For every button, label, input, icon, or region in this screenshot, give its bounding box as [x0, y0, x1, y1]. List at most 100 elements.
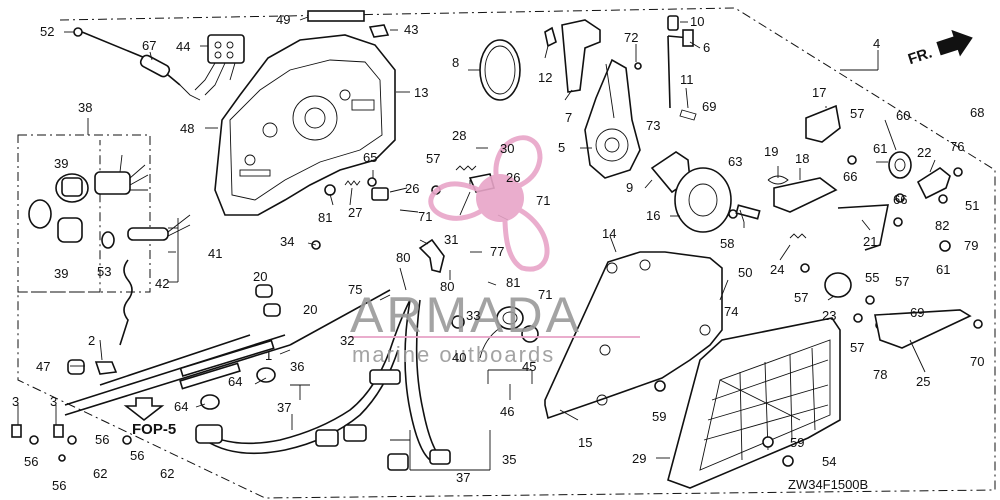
callout: 36 — [290, 359, 304, 374]
callout: 47 — [36, 359, 50, 374]
callout: 17 — [812, 85, 826, 100]
washer — [122, 435, 132, 445]
callout: 37 — [277, 400, 291, 415]
callout: 40 — [452, 350, 466, 365]
lever-arm — [418, 238, 445, 273]
callout: 15 — [578, 435, 592, 450]
callout: 65 — [363, 150, 377, 165]
box-38-outline — [17, 134, 151, 293]
cable-clip — [263, 303, 281, 317]
cable-end — [53, 424, 64, 438]
callout: 56 — [24, 454, 38, 469]
callout: 37 — [456, 470, 470, 485]
trim-plate — [307, 10, 365, 22]
clip — [368, 24, 390, 38]
propeller-logo — [428, 135, 550, 272]
callout: 51 — [965, 198, 979, 213]
callout: 20 — [253, 269, 267, 284]
callout: 57 — [895, 274, 909, 289]
callout: 57 — [850, 340, 864, 355]
callout: 3 — [12, 394, 19, 409]
callout: 16 — [646, 208, 660, 223]
callout: 26 — [405, 181, 419, 196]
leader-lines — [17, 16, 936, 471]
right-side-hardware — [767, 104, 983, 349]
cable-ring — [200, 394, 220, 410]
callout: 54 — [822, 454, 836, 469]
callout: 81 — [318, 210, 332, 225]
callout: 60 — [896, 108, 910, 123]
throttle-shift-cables — [64, 334, 291, 416]
watermark: ARMADA marine outboards — [350, 135, 640, 367]
callout: 67 — [142, 38, 156, 53]
callout: 12 — [538, 70, 552, 85]
nut — [782, 455, 794, 467]
callout: 71 — [538, 287, 552, 302]
switch-connector — [194, 34, 245, 96]
callout: 69 — [702, 99, 716, 114]
callout: 52 — [40, 24, 54, 39]
control-box-cover — [214, 34, 396, 216]
callout: 44 — [176, 39, 190, 54]
callout: 71 — [536, 193, 550, 208]
callout: 61 — [936, 262, 950, 277]
callout: 25 — [916, 374, 930, 389]
callout: 55 — [865, 270, 879, 285]
callout: 14 — [602, 226, 616, 241]
cable-holder — [67, 359, 85, 375]
callout: 26 — [506, 170, 520, 185]
callout: 20 — [303, 302, 317, 317]
callout: 32 — [340, 333, 354, 348]
retaining-ring — [479, 39, 521, 101]
callout: 45 — [522, 359, 536, 374]
callout: 78 — [873, 367, 887, 382]
callout: 76 — [950, 139, 964, 154]
friction-assembly — [650, 151, 761, 233]
callout: 59 — [652, 409, 666, 424]
grommet — [762, 436, 774, 448]
callout: 35 — [502, 452, 516, 467]
callout: 57 — [426, 151, 440, 166]
callout: 62 — [93, 466, 107, 481]
callout: 56 — [95, 432, 109, 447]
cable-clip — [255, 284, 273, 298]
callout: 39 — [54, 156, 68, 171]
cable-plate — [94, 361, 118, 375]
washer — [29, 435, 39, 445]
callout: 39 — [54, 266, 68, 281]
ignition-switch-set — [28, 154, 149, 243]
callout: 56 — [130, 448, 144, 463]
callout: 64 — [174, 399, 188, 414]
callout: 8 — [452, 55, 459, 70]
emergency-stop-switch — [119, 214, 191, 346]
callout: 62 — [160, 466, 174, 481]
grid-cover — [667, 317, 841, 489]
reference-label: FOP-5 — [132, 421, 176, 438]
callout: 28 — [452, 128, 466, 143]
callout: 30 — [500, 141, 514, 156]
callout: 66 — [893, 192, 907, 207]
callout: 29 — [632, 451, 646, 466]
callout: 58 — [720, 236, 734, 251]
callout: 59 — [790, 435, 804, 450]
callout: 77 — [490, 244, 504, 259]
callout: 13 — [414, 85, 428, 100]
callout: 63 — [728, 154, 742, 169]
callout: 5 — [558, 140, 565, 155]
callout: 61 — [873, 141, 887, 156]
reference-arrow — [123, 397, 165, 422]
callout-labels: 1 2 3 3 4 5 6 7 8 9 10 11 12 13 14 15 16… — [12, 12, 984, 493]
callout: 21 — [863, 234, 877, 249]
callout: 24 — [770, 262, 784, 277]
rod — [289, 289, 391, 346]
callout: 22 — [917, 145, 931, 160]
callout: 41 — [208, 246, 222, 261]
callout: 72 — [624, 30, 638, 45]
cable-ring — [256, 367, 276, 383]
diagram-code: ZW34F1500B — [788, 477, 868, 492]
callout: 18 — [795, 151, 809, 166]
callout: 68 — [970, 105, 984, 120]
callout: 57 — [850, 106, 864, 121]
washer — [58, 454, 66, 462]
